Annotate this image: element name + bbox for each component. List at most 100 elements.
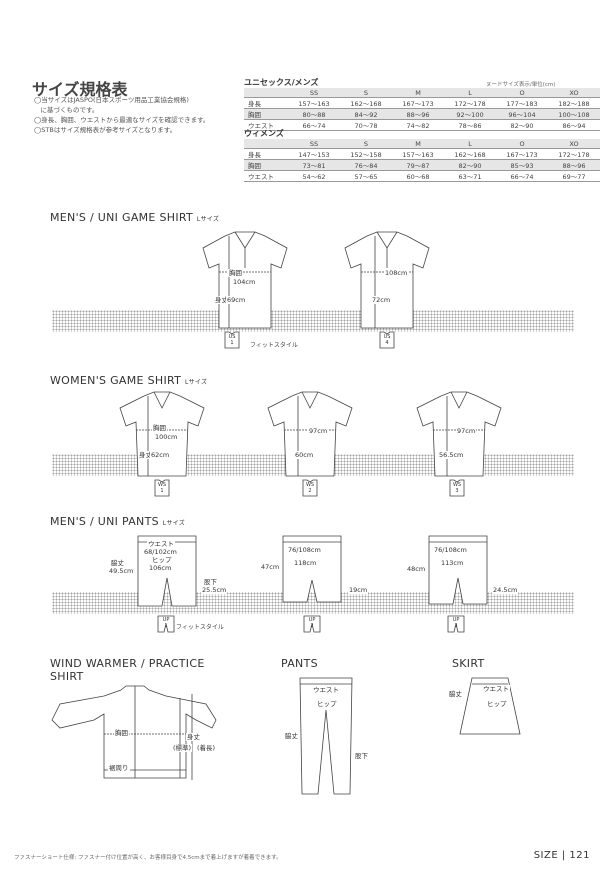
length-value: 49.5cm <box>108 567 135 575</box>
tag-num: 3 <box>454 623 458 629</box>
table-cell: 92〜100 <box>444 108 496 120</box>
dotted-band <box>52 310 574 332</box>
section-heading-womens-shirt: WOMEN'S GAME SHIRT Lサイズ <box>50 374 208 387</box>
table-cell: 85〜93 <box>496 159 548 171</box>
table-cell: 162〜168 <box>340 97 392 109</box>
tag-icon <box>222 330 242 350</box>
table-row: 胸囲 80〜88 84〜92 88〜96 92〜100 96〜104 100〜1… <box>244 108 600 120</box>
tag-code: US <box>228 334 236 340</box>
row-label: 胸囲 <box>244 108 288 120</box>
chest-value: 104cm <box>232 278 257 286</box>
table-cell: 57〜65 <box>340 170 392 182</box>
table-cell: 167〜173 <box>496 148 548 160</box>
chest-value: 100cm <box>154 433 179 441</box>
section-heading-skirt: SKIRT <box>452 657 485 670</box>
table-cell: 60〜68 <box>392 170 444 182</box>
table-cell: 182〜188 <box>548 97 600 109</box>
section-heading-mens-shirt: MEN'S / UNI GAME SHIRT Lサイズ <box>50 211 220 224</box>
table-row: 身長 147〜153 152〜158 157〜163 162〜168 167〜1… <box>244 148 600 160</box>
hip-value: 106cm <box>148 564 173 572</box>
table-cell: 96〜104 <box>496 108 548 120</box>
waist-label: ウエスト <box>147 540 175 548</box>
hem-label: 裾周り <box>108 764 130 772</box>
table-cell: 80〜88 <box>288 108 340 120</box>
length-label: 身丈 <box>138 451 153 459</box>
col-header: O <box>496 88 548 98</box>
length-value: 62cm <box>150 451 171 459</box>
table-cell: 69〜77 <box>548 170 600 182</box>
pants-tag-icon <box>446 614 466 634</box>
table-cell: 82〜90 <box>444 159 496 171</box>
length-label: 身丈 <box>214 296 229 304</box>
tag-num: 2 <box>308 488 312 494</box>
table-row: 胸囲 73〜81 76〜84 79〜87 82〜90 85〜93 88〜96 <box>244 159 600 171</box>
table-cell: 74〜82 <box>392 119 444 131</box>
tag-num: 2 <box>310 623 314 629</box>
chest-label: 胸囲 <box>114 729 129 737</box>
note-line: ◯当サイズはJASPO(日本スポーツ用品工業協会規格) <box>34 96 189 104</box>
fit-style-label: フィットスタイル <box>250 342 298 349</box>
unisex-table-title: ユニセックス/メンズ <box>244 78 319 87</box>
footer-note: ファスナーショート仕様: ファスナー付け位置が高く、お客様目身で4.5cmまで着… <box>14 855 282 861</box>
inseam-label: 股下 <box>354 752 369 760</box>
table-cell: 76〜84 <box>340 159 392 171</box>
row-label: 胸囲 <box>244 159 288 171</box>
col-header: L <box>444 139 496 149</box>
inseam-label: 股下 <box>203 578 218 586</box>
chest-label: 胸囲 <box>152 424 167 432</box>
tag-icon <box>152 478 172 498</box>
table-cell: 157〜163 <box>288 97 340 109</box>
chest-value: 97cm <box>308 427 329 435</box>
table-cell: 88〜96 <box>392 108 444 120</box>
tag-num: 1 <box>164 623 168 629</box>
standard-label: (標準) <box>172 744 193 752</box>
col-header: M <box>392 88 444 98</box>
section-heading-wind-warmer: WIND WARMER / PRACTICE <box>50 657 205 670</box>
section-heading-pants: PANTS <box>281 657 318 670</box>
col-header: L <box>444 88 496 98</box>
length-label: 脇丈 <box>284 732 299 740</box>
unit-note: ヌードサイズ表示/単位(cm) <box>486 82 556 88</box>
tag-num: 1 <box>160 488 164 494</box>
inseam-value: 24.5cm <box>492 586 519 594</box>
tag-code: WS <box>305 482 315 488</box>
length-value: 56.5cm <box>438 451 465 459</box>
table-row: ウエスト 54〜62 57〜65 60〜68 63〜71 66〜74 69〜77 <box>244 170 600 182</box>
table-cell: 66〜74 <box>496 170 548 182</box>
hip-label: ヒップ <box>316 700 338 708</box>
row-label: ウエスト <box>244 119 288 131</box>
note-line: ◯身長、胸囲、ウエストから最適なサイズを確認できます。 <box>34 116 210 124</box>
table-cell: 79〜87 <box>392 159 444 171</box>
page-number: 121 <box>569 850 590 861</box>
section-heading-wind-warmer-2: SHIRT <box>50 670 84 683</box>
row-label: ウエスト <box>244 170 288 182</box>
table-cell: 70〜78 <box>340 119 392 131</box>
col-header: S <box>340 88 392 98</box>
size-notes: ◯当サイズはJASPO(日本スポーツ用品工業協会規格) に基づくものです。 ◯身… <box>34 95 244 135</box>
tag-code: WS <box>157 482 167 488</box>
table-cell: 54〜62 <box>288 170 340 182</box>
tag-code: WS <box>452 482 462 488</box>
table-cell: 100〜108 <box>548 108 600 120</box>
col-header: SS <box>288 88 340 98</box>
table-cell: 172〜178 <box>444 97 496 109</box>
tag-code: US <box>383 334 391 340</box>
long-pants-illustration <box>299 677 353 795</box>
table-cell: 157〜163 <box>392 148 444 160</box>
page-section-label: SIZE <box>533 850 559 861</box>
table-cell: 147〜153 <box>288 148 340 160</box>
tag-num: 3 <box>455 488 459 494</box>
tag-icon <box>377 330 397 350</box>
page-title: サイズ規格表 <box>32 80 128 99</box>
tag-code: UP <box>162 617 170 623</box>
tag-code: UP <box>452 617 460 623</box>
table-cell: 177〜183 <box>496 97 548 109</box>
page-separator: | <box>561 850 566 861</box>
waist-label: ウエスト <box>312 686 340 694</box>
long-label: (着長) <box>196 744 217 752</box>
hip-label: ヒップ <box>151 556 173 564</box>
table-cell: 78〜86 <box>444 119 496 131</box>
hip-value: 113cm <box>440 559 465 567</box>
length-value: 69cm <box>226 296 247 304</box>
table-cell: 152〜158 <box>340 148 392 160</box>
